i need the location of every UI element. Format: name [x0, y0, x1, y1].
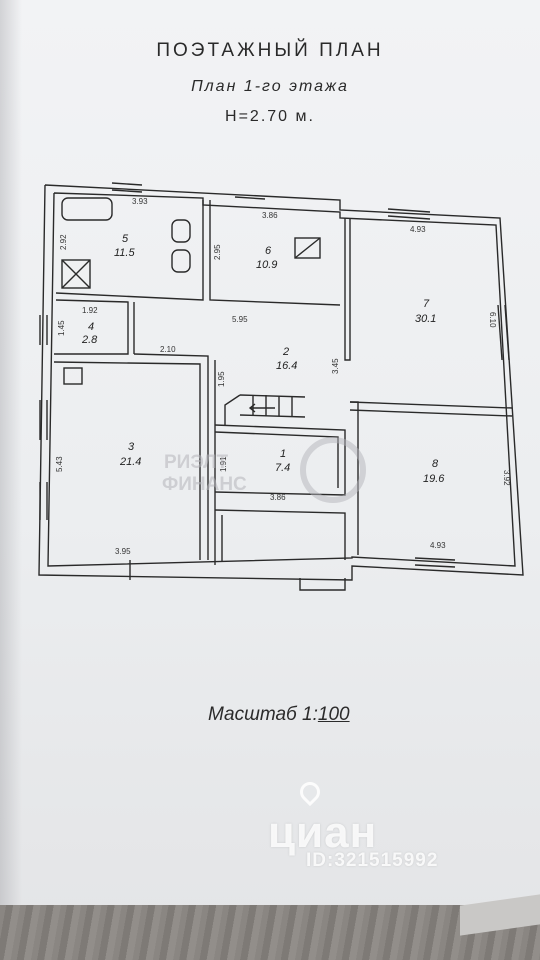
- corridor-wall: [133, 353, 209, 560]
- room-5-wall: [55, 200, 204, 301]
- room-4-area: 2.8: [81, 334, 98, 346]
- dim-r6-height: 2.95: [213, 244, 222, 260]
- dim-r8-height: 3.92: [502, 470, 511, 486]
- dim-r4-height: 1.45: [57, 320, 66, 336]
- dim-r5-height: 2.92: [59, 234, 68, 250]
- room-4-wall: [54, 299, 129, 355]
- scale-value: 100: [317, 704, 350, 725]
- dim-r7-height: 6.10: [488, 312, 497, 328]
- room-7-number: 7: [423, 298, 430, 310]
- dim-r2-width: 5.95: [232, 315, 248, 324]
- window-marks: [39, 182, 510, 580]
- room-7-bottom-wall: [349, 401, 513, 409]
- stove-icon: [63, 367, 83, 385]
- room-2-number: 2: [282, 346, 289, 358]
- dim-r4-width: 1.92: [82, 306, 98, 315]
- dim-r1-width: 3.86: [270, 493, 286, 502]
- room-1-area: 7.4: [275, 462, 290, 474]
- room-3-wall: [53, 361, 201, 560]
- room-8-area: 19.6: [423, 473, 445, 485]
- dim-r5-width: 3.93: [132, 197, 148, 206]
- cian-logo: циан: [268, 808, 378, 857]
- dim-r2-small: 2.10: [160, 345, 176, 354]
- room-5-area: 11.5: [114, 247, 135, 259]
- room-6-wall: [209, 200, 341, 306]
- dim-r3-height: 5.43: [55, 456, 64, 472]
- room-1-bottom: [214, 509, 346, 560]
- cian-listing-id: ID:321515992: [306, 850, 439, 871]
- agency-logo-icon: [300, 437, 366, 503]
- room-6-area: 10.9: [256, 259, 277, 271]
- stair-icon: [224, 394, 306, 425]
- dim-r3-width: 3.95: [115, 547, 131, 556]
- room-1-number: 1: [280, 448, 286, 460]
- toilet-icon: [171, 219, 191, 243]
- boiler-icon: [294, 237, 321, 259]
- room-2-area: 16.4: [276, 360, 297, 372]
- room-3-area: 21.4: [119, 456, 141, 468]
- scale-label: Масштаб 1:100: [208, 704, 350, 725]
- room-7-area: 30.1: [415, 313, 436, 325]
- room-8-wall: [350, 401, 359, 555]
- dim-r2-height: 3.45: [331, 358, 340, 374]
- floor-background: [0, 905, 540, 960]
- porch: [299, 578, 346, 591]
- room-8-number: 8: [432, 458, 439, 470]
- agency-watermark-2: ФИНАНС: [162, 474, 247, 495]
- room-4-number: 4: [88, 321, 94, 333]
- dim-r6-width: 3.86: [262, 211, 278, 220]
- room-3-number: 3: [128, 441, 135, 453]
- dim-r7-width: 4.93: [410, 225, 426, 234]
- dim-stair: 1.95: [217, 371, 226, 387]
- outer-wall: [38, 184, 524, 581]
- ceiling-height: H=2.70 м.: [225, 108, 315, 125]
- plan-title: ПОЭТАЖНЫЙ ПЛАН: [156, 40, 384, 61]
- bathtub-icon: [61, 197, 113, 221]
- room-1-wall: [214, 424, 346, 496]
- room-7-wall: [344, 218, 351, 361]
- dim-r8-width: 4.93: [430, 541, 446, 550]
- plan-subtitle: План 1-го этажа: [191, 78, 349, 95]
- page-shadow: [0, 0, 22, 920]
- paper-sheet: [0, 0, 540, 920]
- room-5-number: 5: [122, 233, 129, 245]
- toilet-icon-2: [171, 249, 191, 273]
- shower-icon: [61, 259, 91, 289]
- dim-r1-height: 1.91: [219, 456, 228, 472]
- room-6-number: 6: [265, 245, 272, 257]
- agency-watermark: РИЭЛТ: [164, 452, 228, 473]
